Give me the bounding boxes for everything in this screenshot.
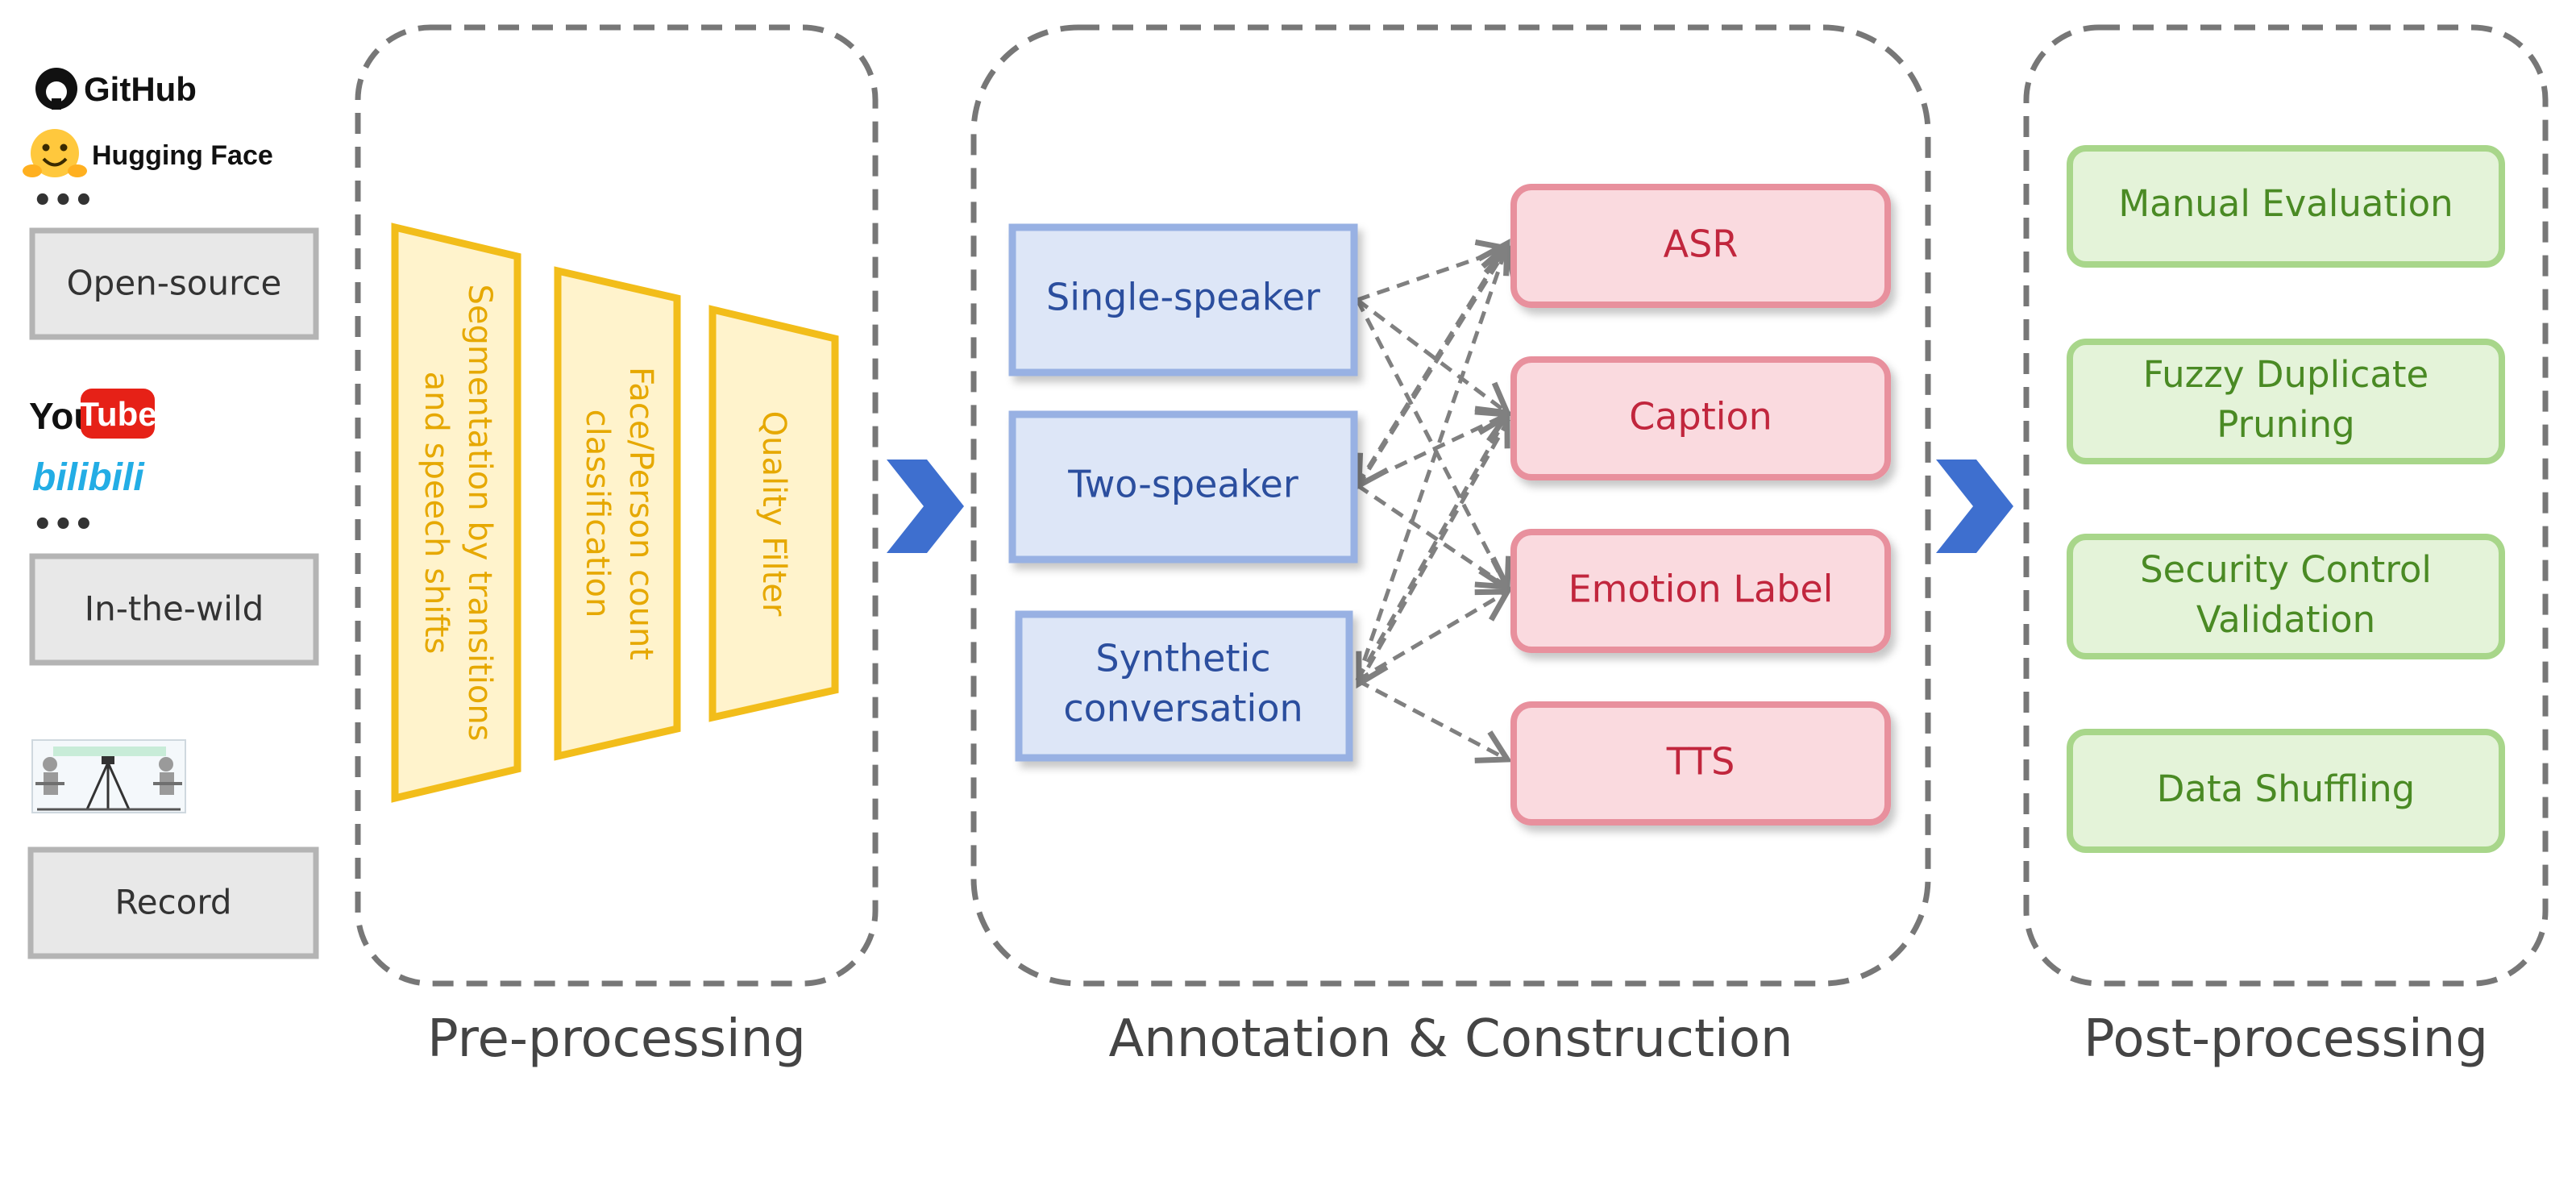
connector-single-caption: [1356, 298, 1512, 417]
in-the-wild-box: In-the-wild: [29, 553, 319, 666]
funnel-face-person: Face/Person count classification: [554, 266, 681, 761]
connector-caption-synthetic-return: [1356, 418, 1511, 689]
connector-synthetic-caption: [1355, 410, 1510, 682]
connector-asr-two-return: [1356, 243, 1511, 490]
postprocessing-stage: Manual Evaluation Fuzzy Duplicate Prunin…: [2023, 24, 2549, 1069]
funnel-segmentation-line2: and speech shifts: [418, 372, 455, 655]
ellipsis-1: •••: [32, 182, 94, 219]
input-two-speaker: Two-speaker: [1008, 410, 1358, 564]
github-logo: GitHub: [35, 68, 197, 110]
input-synthetic-frame: [1015, 610, 1353, 762]
preprocessing-stage: Segmentation by transitions and speech s…: [355, 24, 879, 1069]
connector-synthetic-asr: [1355, 239, 1516, 681]
post-security-control-validation: Security Control Validation: [2067, 534, 2505, 659]
huggingface-logo: Hugging Face: [23, 129, 273, 177]
task-asr-frame: [1510, 184, 1891, 308]
input-two-speaker-label: Two-speaker: [1067, 463, 1298, 506]
youtube-logo: You Tube: [29, 389, 157, 439]
task-caption-frame: [1510, 356, 1891, 480]
post-fuzzy-frame: [2067, 339, 2505, 464]
funnel-quality-filter: Quality Filter: [708, 305, 839, 722]
connector-synthetic-emotion: [1356, 588, 1513, 683]
record-box-frame: [27, 846, 319, 959]
task-tts-label: TTS: [1666, 740, 1735, 784]
in-the-wild-label: In-the-wild: [85, 589, 264, 629]
sources-column: GitHub Hugging Face ••• Open-source You …: [23, 68, 319, 959]
record-label: Record: [114, 883, 231, 922]
open-source-box: Open-source: [29, 227, 319, 340]
post-fuzzy-line1: Fuzzy Duplicate: [2143, 353, 2429, 396]
annotation-frame: [970, 24, 1931, 987]
funnel-face-person-shape: [554, 266, 681, 761]
post-security-line1: Security Control: [2140, 548, 2432, 591]
post-data-shuffling: Data Shuffling: [2067, 729, 2505, 853]
hugging-face-icon: [23, 129, 87, 177]
funnel-segmentation-line1: Segmentation by transitions: [461, 284, 498, 741]
connector-two-emotion: [1356, 483, 1512, 590]
github-icon: [35, 68, 77, 110]
input-synthetic-line2: conversation: [1063, 687, 1303, 730]
post-data-shuffling-frame: [2067, 729, 2505, 853]
funnel-segmentation-shape: [391, 223, 521, 803]
postprocessing-label: Post-processing: [2084, 1009, 2488, 1069]
annotation-label: Annotation & Construction: [1108, 1009, 1793, 1069]
input-synthetic-line1: Synthetic: [1095, 637, 1270, 680]
funnel-quality-filter-shape: [708, 305, 839, 722]
input-single-speaker: Single-speaker: [1008, 223, 1358, 376]
preprocessing-label: Pre-processing: [427, 1009, 806, 1069]
post-fuzzy-line2: Pruning: [2217, 403, 2354, 446]
post-fuzzy-duplicate-pruning: Fuzzy Duplicate Pruning: [2067, 339, 2505, 464]
recording-setup-illustration: [31, 739, 186, 813]
task-tts-frame: [1510, 701, 1891, 826]
annotation-stage: Single-speaker Two-speaker Synthetic con…: [970, 24, 1931, 1069]
funnel-segmentation: Segmentation by transitions and speech s…: [391, 223, 521, 803]
task-emotion-label-text: Emotion Label: [1568, 568, 1834, 611]
bilibili-logo: bilibili: [32, 456, 145, 499]
input-single-speaker-label: Single-speaker: [1046, 276, 1320, 319]
connector-synthetic-tts: [1356, 678, 1513, 763]
youtube-tube: Tube: [78, 395, 156, 433]
task-tts: TTS: [1510, 701, 1891, 826]
postprocessing-frame: [2023, 24, 2549, 987]
task-emotion-label: Emotion Label: [1510, 529, 1891, 653]
post-manual-evaluation-frame: [2067, 145, 2505, 268]
open-source-label: Open-source: [67, 264, 282, 303]
post-data-shuffling-label: Data Shuffling: [2157, 767, 2415, 810]
funnel-face-person-line1: Face/Person count: [622, 367, 659, 660]
input-two-speaker-frame: [1008, 410, 1358, 564]
input-single-speaker-frame: [1008, 223, 1358, 376]
task-emotion-frame: [1510, 529, 1891, 653]
preprocessing-frame: [355, 24, 879, 987]
task-caption: Caption: [1510, 356, 1891, 480]
post-security-line2: Validation: [2196, 598, 2375, 641]
connector-lines: [1355, 239, 1516, 763]
open-source-box-frame: [29, 227, 319, 340]
github-wordmark: GitHub: [84, 70, 197, 108]
task-asr-label: ASR: [1664, 223, 1739, 266]
connector-single-asr: [1357, 239, 1513, 302]
post-security-frame: [2067, 534, 2505, 659]
post-manual-evaluation-label: Manual Evaluation: [2118, 182, 2453, 225]
record-box: Record: [27, 846, 319, 959]
chevron-arrow-1-icon: [887, 460, 964, 553]
funnel-quality-filter-line1: Quality Filter: [755, 411, 792, 617]
youtube-tube-badge: [81, 389, 155, 439]
funnel-face-person-line2: classification: [579, 410, 616, 618]
in-the-wild-box-frame: [29, 553, 319, 666]
connector-single-emotion: [1355, 298, 1512, 594]
task-asr: ASR: [1510, 184, 1891, 308]
input-synthetic-conversation: Synthetic conversation: [1015, 610, 1353, 762]
ellipsis-2: •••: [32, 506, 94, 543]
task-caption-label: Caption: [1629, 395, 1772, 439]
huggingface-wordmark: Hugging Face: [92, 140, 273, 171]
chevron-arrow-2-icon: [1936, 460, 2013, 553]
post-manual-evaluation: Manual Evaluation: [2067, 145, 2505, 268]
